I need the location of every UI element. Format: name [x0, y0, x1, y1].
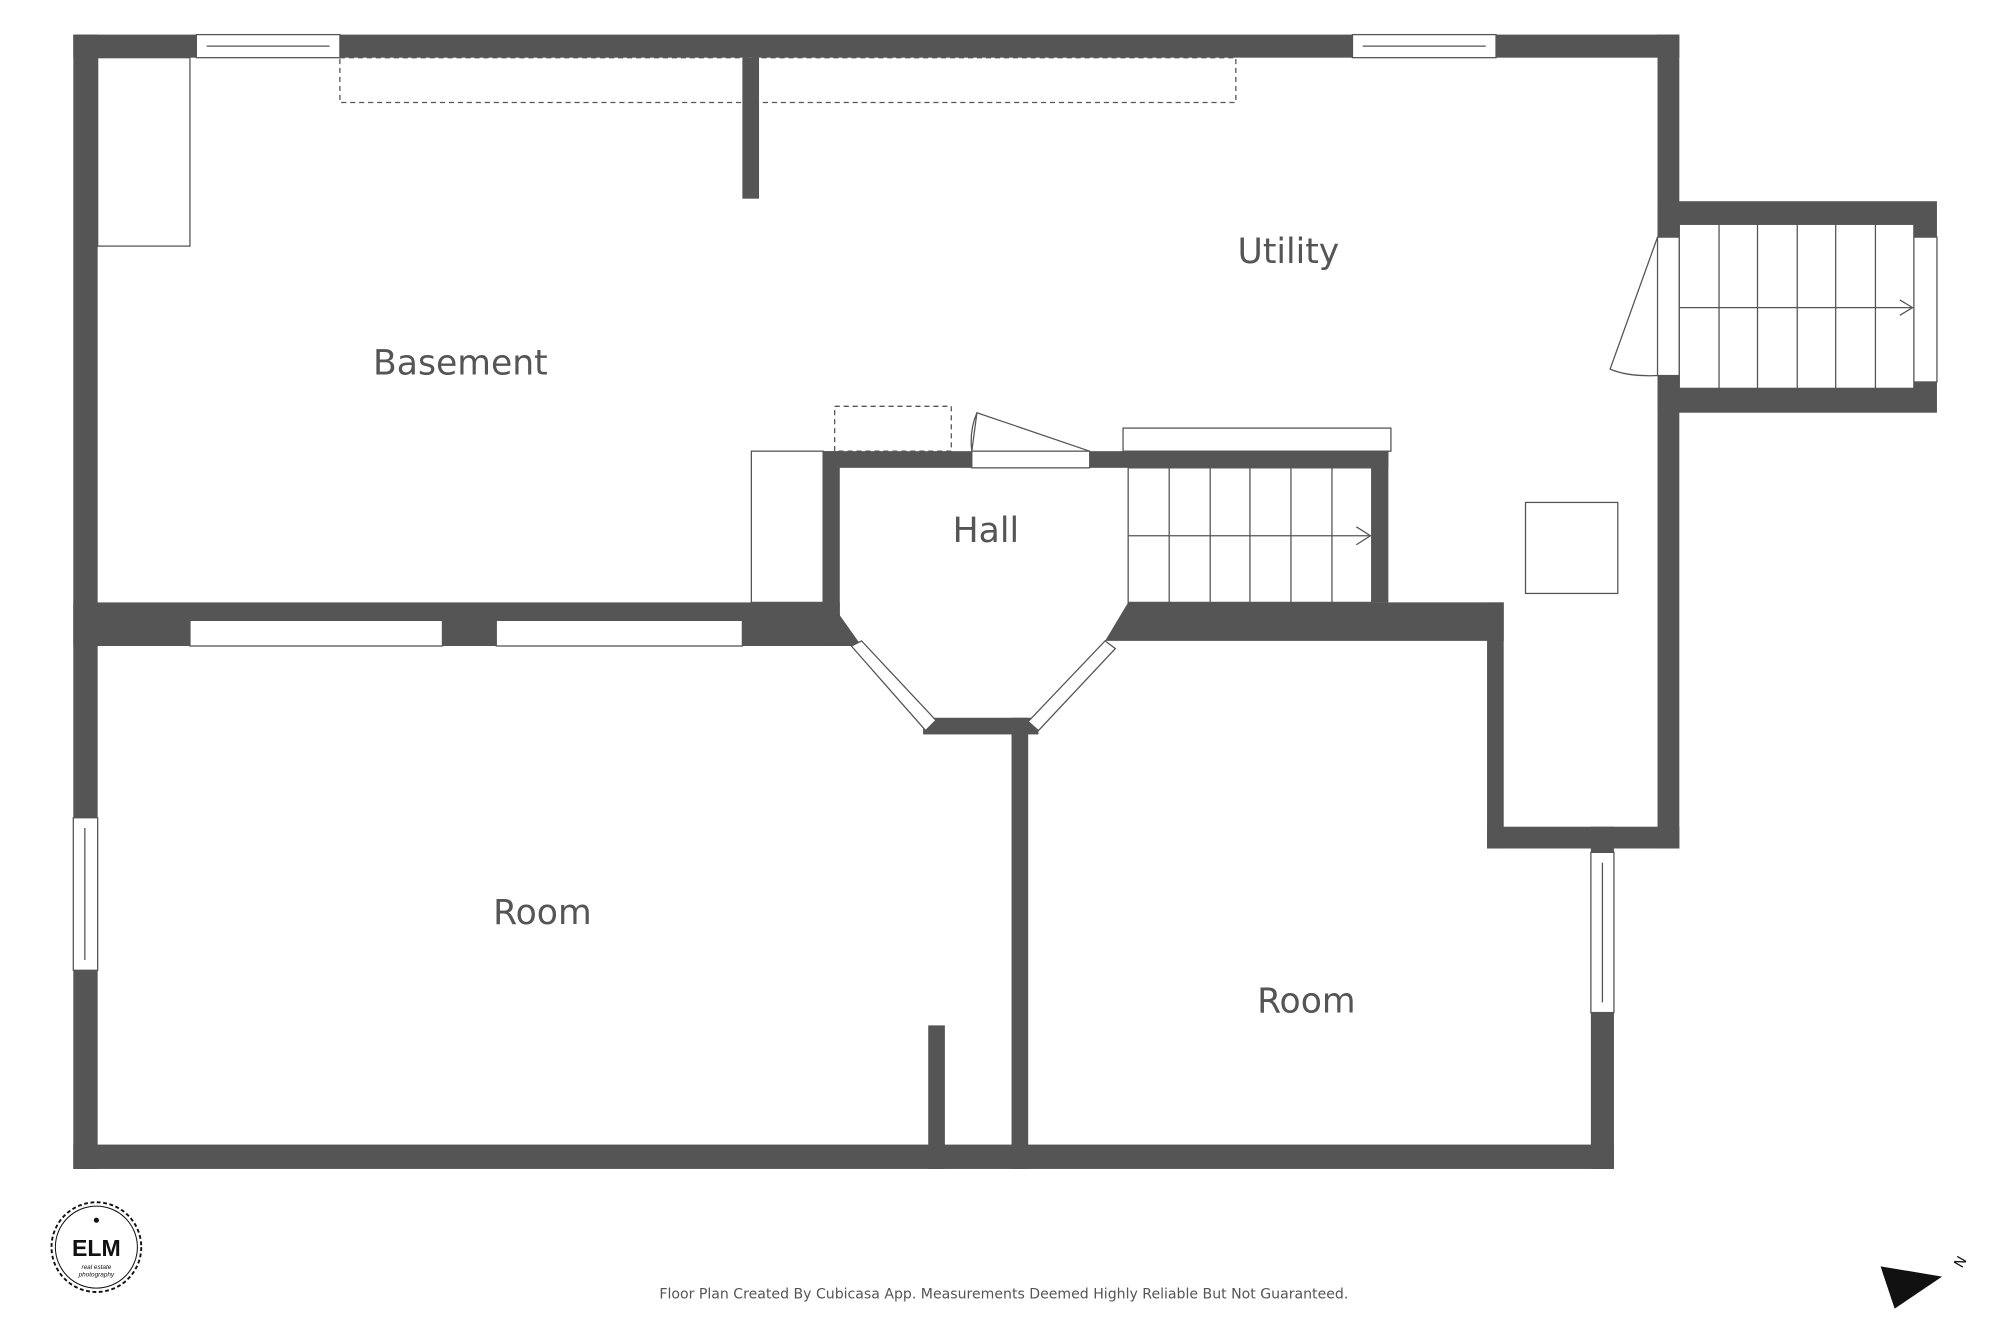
fixtures	[97, 57, 1619, 604]
elm-logo: ELM real estate photography	[50, 1201, 143, 1293]
stairs-utility	[1678, 223, 1915, 390]
windows	[72, 33, 1938, 1014]
label-room-right: Room	[1257, 982, 1356, 1022]
label-basement: Basement	[373, 343, 548, 383]
footer-disclaimer: Floor Plan Created By Cubicasa App. Meas…	[659, 1286, 1348, 1302]
compass-label: N	[1952, 1254, 1971, 1271]
doors	[970, 236, 1680, 469]
stairs-hall	[1127, 467, 1373, 604]
north-arrow-icon: N	[1880, 1254, 1971, 1309]
label-room-left: Room	[493, 893, 592, 933]
svg-text:ELM: ELM	[72, 1235, 121, 1261]
room-labels: Basement Utility Hall Room Room	[373, 232, 1356, 1022]
walls	[73, 34, 1937, 1169]
svg-text:real estate: real estate	[81, 1264, 111, 1271]
label-hall: Hall	[953, 511, 1019, 551]
svg-text:photography: photography	[78, 1272, 115, 1279]
label-utility: Utility	[1238, 232, 1340, 272]
